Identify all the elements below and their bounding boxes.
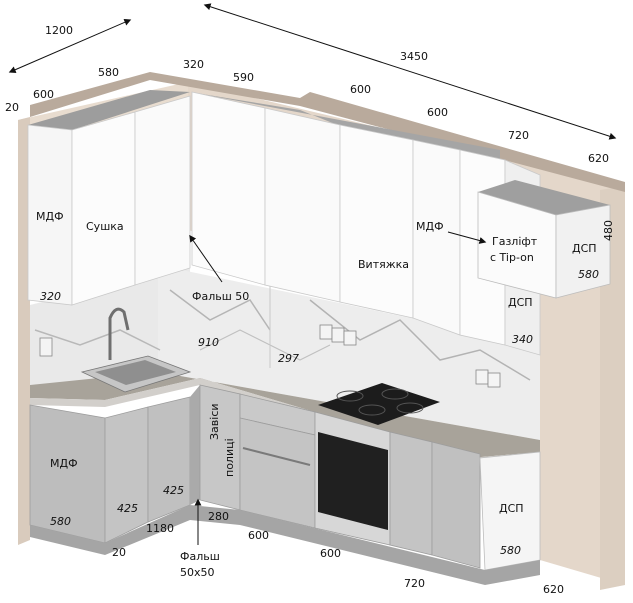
upper-left-front-2	[134, 95, 191, 286]
drawer-handle	[242, 447, 311, 466]
dim-720-bottom: 720	[404, 577, 425, 590]
right-wall-end	[600, 186, 625, 590]
dim-620-bottom: 620	[543, 583, 564, 596]
label-rebate-50: Фальш 50	[192, 290, 249, 303]
upper-back-door-4	[412, 139, 461, 336]
label-rebate-bottom-1: Фальш	[180, 550, 220, 563]
dim-910: 910	[198, 336, 219, 349]
cooktop	[318, 383, 440, 425]
cooktop-glass	[318, 383, 440, 425]
socket-left	[39, 337, 53, 357]
dim-20-left: 20	[5, 101, 19, 114]
dim-line-1200	[8, 19, 132, 73]
base-right-door-2	[431, 441, 481, 569]
dimension-lines	[8, 3, 617, 545]
dim-297: 297	[278, 352, 299, 365]
label-dsp-mid: ДСП	[508, 296, 533, 309]
dim-620-top: 620	[588, 152, 609, 165]
base-left-door-2	[147, 396, 191, 523]
dim-20-bottom: 20	[112, 546, 126, 559]
dim-1200: 1200	[45, 24, 73, 37]
sockets	[39, 324, 501, 388]
annotation-text: МДФ Сушка Фальш 50 Витяжка МДФ Газліфт с…	[36, 210, 597, 579]
dimension-text: 1200 3450 580 320 590 600 600 600 720 62…	[5, 24, 615, 596]
burner-2	[381, 388, 409, 400]
dim-320-top: 320	[183, 58, 204, 71]
dim-720-top: 720	[508, 129, 529, 142]
dim-580-top: 580	[98, 66, 119, 79]
plinth	[30, 505, 540, 585]
upper-left-front-1	[71, 111, 136, 306]
dim-600-a: 600	[350, 83, 371, 96]
label-dsp-base-right: ДСП	[499, 502, 524, 515]
oven-door	[318, 432, 388, 530]
socket-back-3	[343, 330, 357, 346]
dim-280: 280	[208, 510, 229, 523]
sink	[80, 307, 192, 393]
dim-600-bottom-b: 600	[320, 547, 341, 560]
upper-back-door-2	[264, 107, 341, 303]
dim-580-base-left: 580	[50, 515, 71, 528]
dim-425-a: 425	[117, 502, 138, 515]
label-mdf-upper-left: МДФ	[36, 210, 64, 223]
dim-480: 480	[602, 220, 615, 241]
label-dsp-top-right: ДСП	[572, 242, 597, 255]
dim-580-base-right: 580	[500, 544, 521, 557]
dim-600-left: 600	[33, 88, 54, 101]
label-gaslift-2: с Tip-on	[490, 251, 534, 264]
sink-bowl	[95, 360, 176, 385]
base-drawer-bottom	[239, 417, 316, 529]
marble-vein-1	[34, 329, 161, 351]
countertop-surface	[30, 372, 540, 458]
upper-back-door-1	[191, 91, 266, 286]
socket-right-2	[487, 372, 501, 388]
label-shelf-hinges-1: Завіси	[208, 403, 221, 440]
backsplash-back	[158, 265, 540, 440]
label-mdf-base-left: МДФ	[50, 457, 78, 470]
label-shelf-hinges-2: полиці	[223, 438, 236, 477]
dim-600-bottom-a: 600	[248, 529, 269, 542]
socket-right-1	[475, 369, 489, 385]
base-left-door-1	[104, 406, 149, 544]
label-hood: Витяжка	[358, 258, 409, 271]
base-cabinets	[29, 384, 541, 585]
dim-590-top: 590	[233, 71, 254, 84]
socket-back-2	[331, 327, 345, 343]
upper-back-door-3	[339, 124, 414, 319]
faucet	[108, 307, 130, 360]
burner-1	[336, 390, 364, 402]
label-rebate-bottom-2: 50х50	[180, 566, 215, 579]
socket-back-1	[319, 324, 333, 340]
burner-4	[396, 402, 424, 414]
base-right-door-1	[389, 431, 433, 556]
dim-340: 340	[512, 333, 533, 346]
leader-rebate-50	[189, 234, 223, 283]
dim-line-3450	[203, 3, 617, 140]
label-gaslift-1: Газліфт	[492, 235, 538, 248]
marble-vein-2	[169, 289, 271, 331]
dim-580-hood: 580	[578, 268, 599, 281]
label-dryer: Сушка	[86, 220, 124, 233]
dim-600-b: 600	[427, 106, 448, 119]
leader-gaslift	[447, 231, 487, 244]
dim-425-b: 425	[163, 484, 184, 497]
upper-top-left	[28, 90, 190, 130]
upper-top-right	[190, 92, 500, 190]
hood-cabinet-side	[555, 204, 611, 299]
dim-320-upper: 320	[40, 290, 61, 303]
burner-3	[358, 404, 386, 416]
upper-tops	[28, 90, 500, 190]
left-wall-side	[18, 117, 30, 545]
hood-cabinet-top	[478, 180, 610, 215]
base-corner-rebate	[190, 385, 200, 505]
label-mdf-upper-right: МДФ	[416, 220, 444, 233]
dim-1180: 1180	[146, 522, 174, 535]
upper-cabinets	[27, 91, 611, 356]
dim-3450: 3450	[400, 50, 428, 63]
